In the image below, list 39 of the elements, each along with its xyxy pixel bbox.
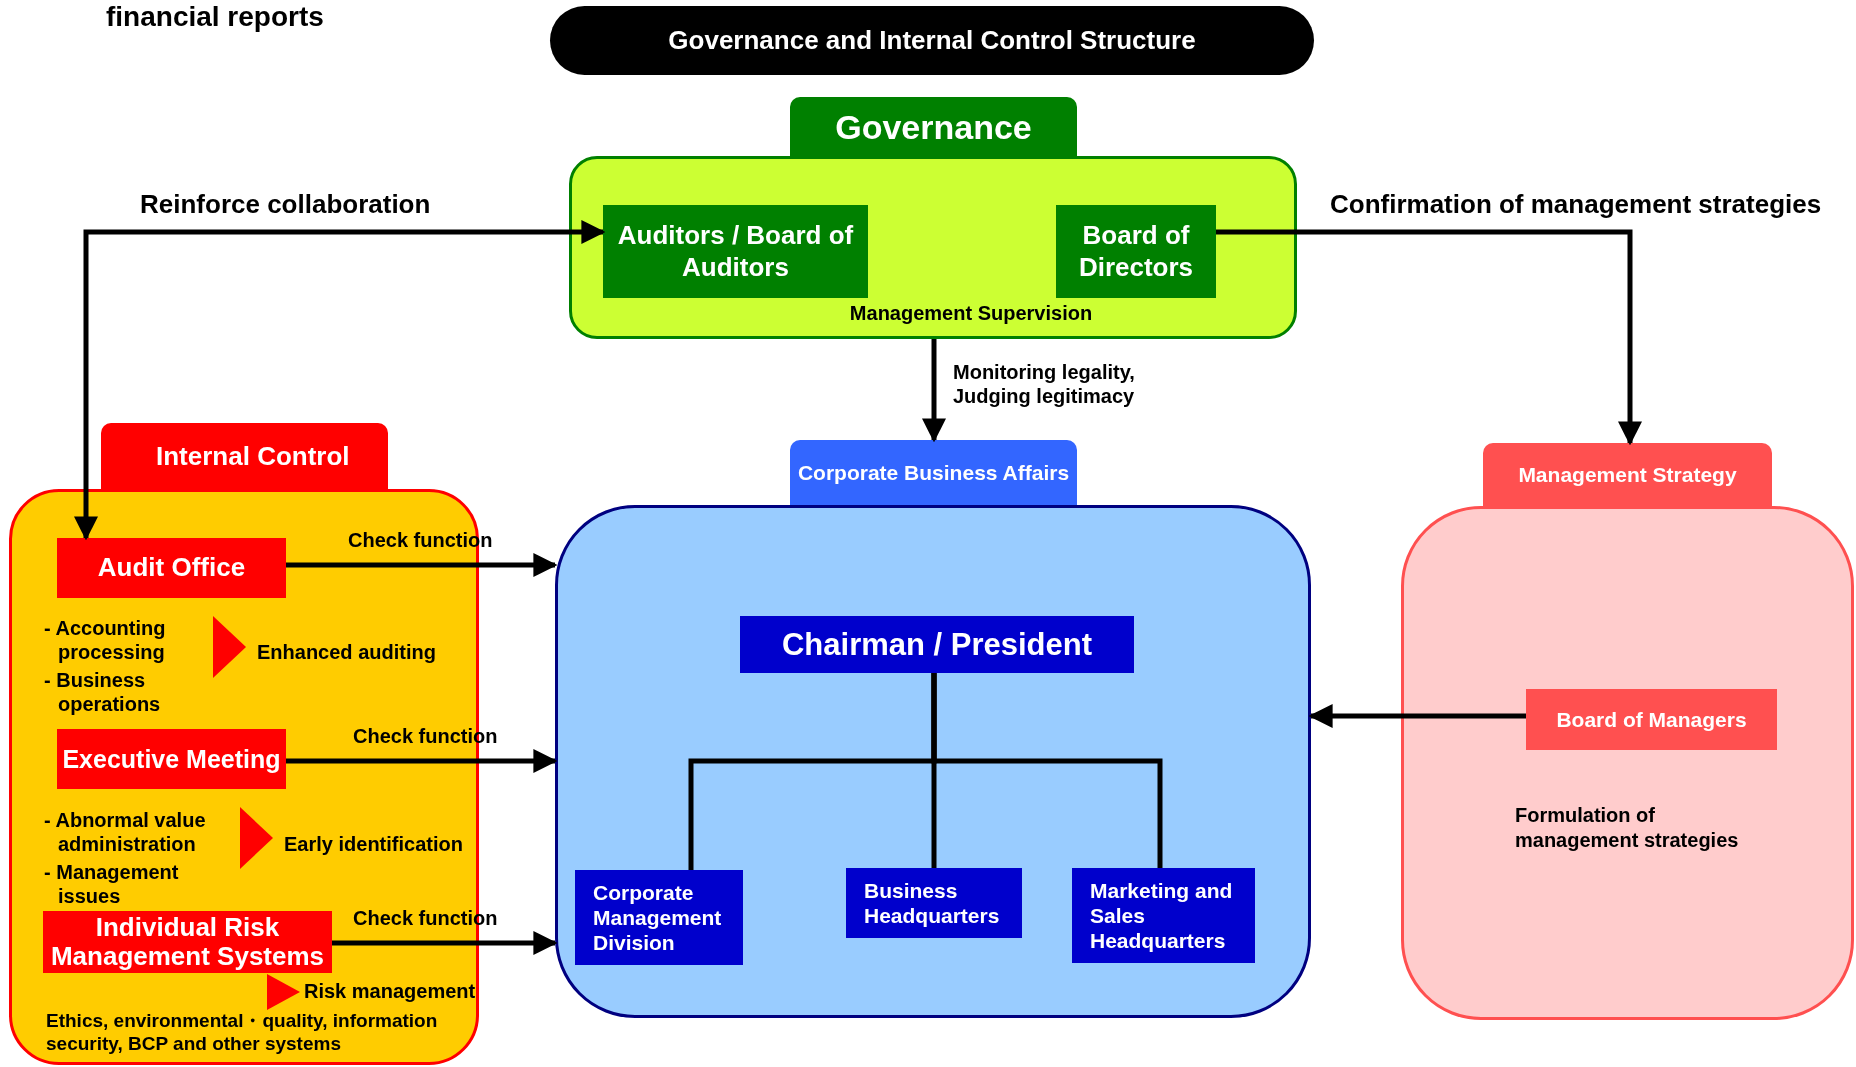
title-banner: Governance and Internal Control Structure — [550, 6, 1314, 75]
note-text: Risk management — [304, 979, 476, 1003]
note-text: Enhanced auditing — [257, 640, 436, 664]
arrow — [286, 553, 558, 577]
unit-box: Marketing and Sales Headquarters — [1072, 868, 1255, 963]
unit-box: Chairman / President — [740, 616, 1134, 673]
unit-box: Business Headquarters — [846, 868, 1022, 938]
connector-line — [931, 673, 1163, 868]
note-text: - Management issues — [44, 860, 180, 908]
panel-note: Formulation of management strategies — [1515, 803, 1740, 853]
note-text: - Accounting processing — [44, 616, 167, 664]
unit-box: Board of Directors — [1056, 205, 1216, 298]
section-panel — [569, 156, 1297, 339]
unit-box: Auditors / Board of Auditors — [603, 205, 868, 298]
arrow — [1216, 229, 1642, 446]
heading-text: financial reports — [106, 0, 324, 34]
unit-box: Board of Managers — [1526, 689, 1777, 750]
note-text: - Abnormal value administration — [44, 808, 207, 856]
section-tab: Governance — [790, 97, 1077, 157]
arrow — [74, 220, 606, 541]
edge-label: Monitoring legality, Judging legitimacy — [953, 360, 1136, 408]
arrow — [286, 749, 558, 773]
arrow — [332, 931, 558, 955]
arrow — [922, 339, 946, 443]
note-text: Early identification — [284, 832, 463, 856]
section-tab: Corporate Business Affairs — [790, 440, 1077, 506]
section-panel — [555, 505, 1311, 1018]
edge-label: Reinforce collaboration — [140, 189, 431, 221]
arrow — [1308, 704, 1526, 728]
note-text: - Business operations — [44, 668, 162, 716]
edge-label: Confirmation of management strategies — [1330, 189, 1822, 221]
panel-note: Management Supervision — [848, 301, 1094, 326]
section-tab: Management Strategy — [1483, 443, 1772, 507]
section-panel — [1401, 506, 1854, 1020]
unit-box: Executive Meeting — [57, 729, 286, 789]
section-tab: Internal Control — [101, 423, 388, 490]
unit-box: Audit Office — [57, 538, 286, 598]
note-text: Ethics, environmental・quality, information security, BCP and other systems — [46, 1010, 439, 1056]
unit-box: Corporate Management Division — [575, 870, 743, 965]
